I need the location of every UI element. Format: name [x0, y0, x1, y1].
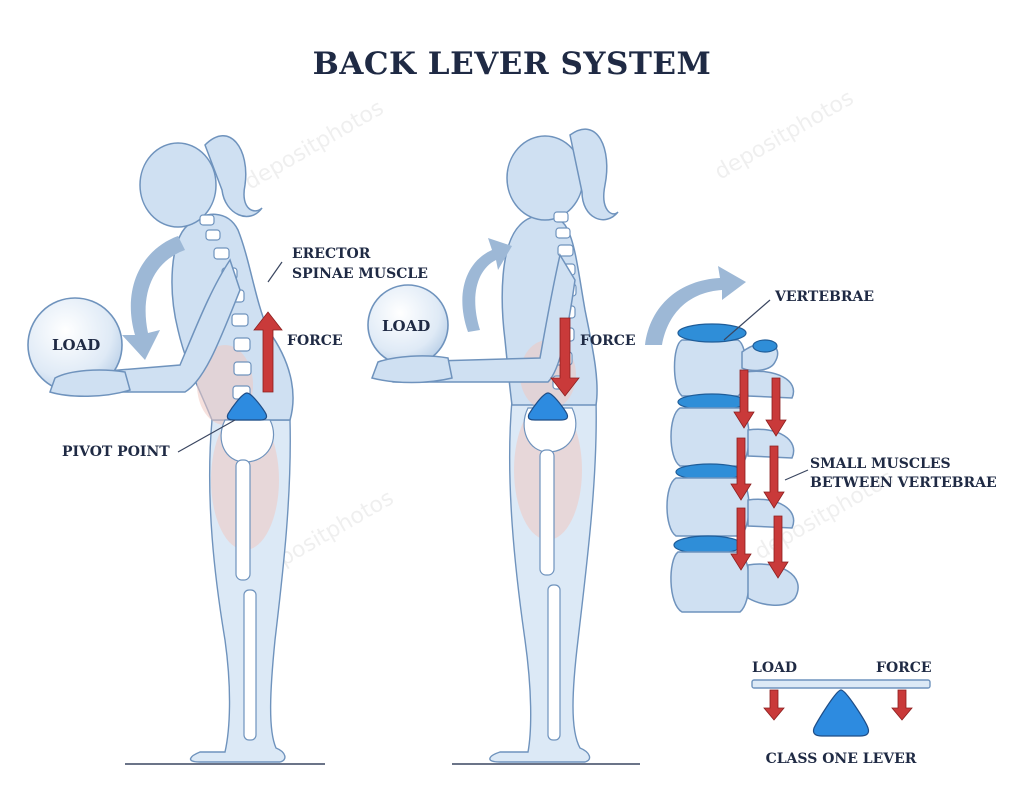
- leader-pivot: [177, 419, 236, 453]
- head-middle: [506, 135, 584, 221]
- vertebrae-illustration: VERTEBRAE SMALL MUSCLES BETWEEN VERTEBRA…: [645, 266, 997, 613]
- figure-left: LOAD ERECTOR SPINAE MUSCLE FORCE PIVOT P…: [27, 135, 428, 765]
- small-muscle-arrows: [730, 369, 789, 579]
- lever-beam: [751, 679, 931, 689]
- vertebrae-label: VERTEBRAE: [774, 289, 874, 305]
- erector-label-line1: ERECTOR: [292, 246, 371, 262]
- femur-middle: [539, 449, 555, 576]
- pivot-triangle-middle: [527, 392, 569, 421]
- lever-fulcrum: [812, 689, 870, 737]
- leader-vertebrae: [723, 299, 771, 341]
- svg-text:depositphotos: depositphotos: [711, 86, 859, 186]
- class-one-lever-label: CLASS ONE LEVER: [766, 751, 917, 767]
- small-muscles-label-line2: BETWEEN VERTEBRAE: [810, 475, 997, 491]
- figure-middle: LOAD FORCE: [367, 128, 640, 765]
- svg-text:depositphotos: depositphotos: [241, 96, 389, 196]
- muscle-arrow-icon: [730, 507, 752, 571]
- pivot-point-label: PIVOT POINT: [62, 444, 170, 460]
- ponytail-middle: [569, 128, 619, 221]
- leader-small-muscles: [784, 469, 809, 481]
- shin-middle: [547, 584, 561, 741]
- disc-top: [677, 323, 747, 343]
- vertebra-1: [673, 339, 747, 397]
- process-disc: [752, 339, 778, 353]
- lever-force-arrow-icon: [891, 689, 913, 721]
- erector-label-line2: SPINAE MUSCLE: [292, 266, 428, 282]
- load-label-middle: LOAD: [382, 317, 430, 335]
- curved-arrow-up-icon: [462, 238, 512, 332]
- lever-load-label: LOAD: [752, 660, 797, 676]
- diagram-title: BACK LEVER SYSTEM: [313, 46, 712, 82]
- curved-arrow-down-icon: [122, 236, 185, 360]
- force-arrow-up-icon: [253, 311, 283, 393]
- lever-force-label: FORCE: [876, 660, 932, 676]
- muscle-arrow-icon: [763, 445, 785, 509]
- hand-middle: [371, 355, 453, 384]
- muscle-arrow-icon: [733, 369, 755, 429]
- muscle-arrow-icon: [767, 515, 789, 579]
- process-2: [744, 370, 795, 399]
- lever-load-arrow-icon: [763, 689, 785, 721]
- ponytail-left: [204, 135, 263, 218]
- class-one-lever: LOAD FORCE CLASS ONE LEVER: [751, 660, 932, 767]
- shin-left: [243, 589, 257, 741]
- muscle-arrow-icon: [730, 437, 752, 501]
- force-arrow-down-icon: [550, 317, 580, 397]
- femur-left: [235, 459, 251, 581]
- hand-left: [49, 369, 131, 397]
- pivot-triangle-left: [226, 392, 268, 421]
- muscle-arrow-icon: [765, 377, 787, 437]
- head-left: [139, 142, 217, 228]
- leader-erector: [267, 261, 283, 283]
- small-muscles-label-line1: SMALL MUSCLES: [810, 456, 951, 472]
- curved-arrow-vertebrae-icon: [645, 266, 746, 345]
- force-label-middle: FORCE: [580, 333, 636, 349]
- load-label-left: LOAD: [52, 336, 100, 354]
- process-3: [747, 428, 795, 459]
- force-label-left: FORCE: [287, 333, 343, 349]
